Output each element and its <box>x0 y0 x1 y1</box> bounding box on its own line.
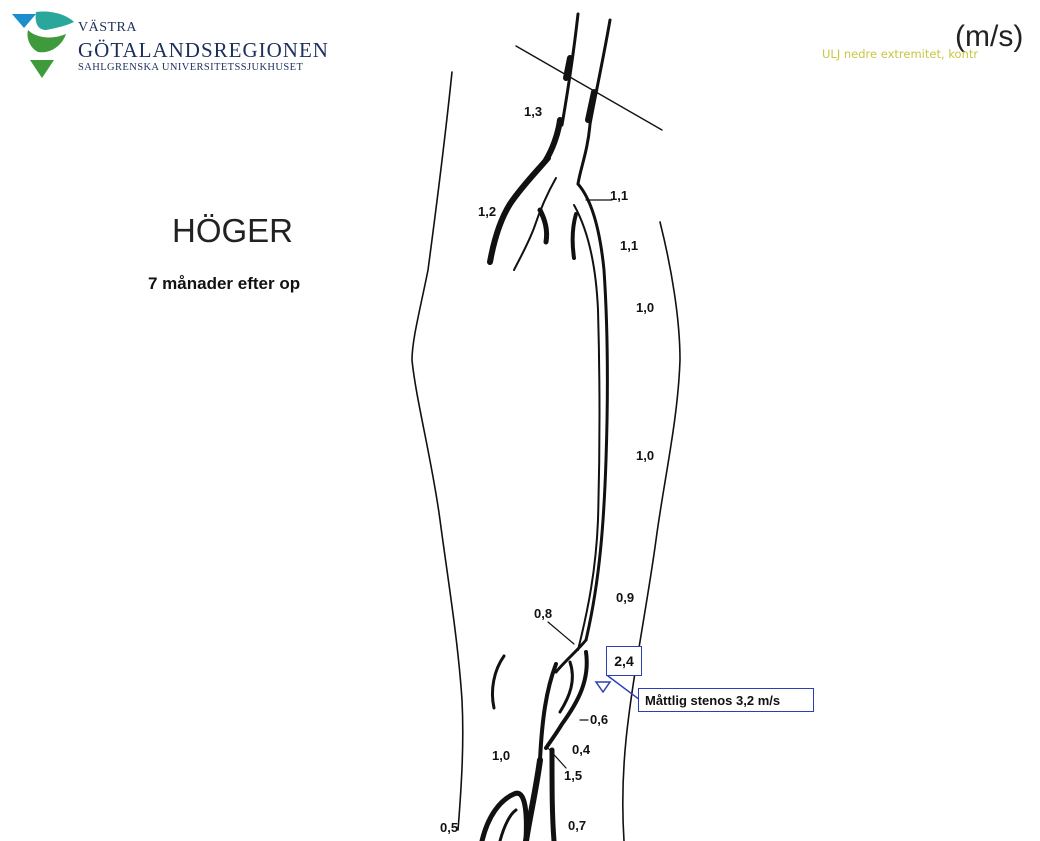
velocity-label: 1,0 <box>492 748 510 763</box>
velocity-label: 1,0 <box>636 448 654 463</box>
velocity-label: 0,8 <box>534 606 552 621</box>
velocity-label: 0,7 <box>568 818 586 833</box>
velocity-label: 1,5 <box>564 768 582 783</box>
velocity-label: 1,2 <box>478 204 496 219</box>
velocity-label: 1,0 <box>636 300 654 315</box>
stenosis-callout: Måttlig stenos 3,2 m/s <box>638 688 814 712</box>
velocity-label: 1,1 <box>620 238 638 253</box>
velocity-label: 1,3 <box>524 104 542 119</box>
stenosis-marker <box>596 682 610 692</box>
velocity-box: 2,4 <box>606 646 642 676</box>
velocity-label: 0,6 <box>590 712 608 727</box>
velocity-label: 0,9 <box>616 590 634 605</box>
velocity-label: 0,4 <box>572 742 590 757</box>
velocity-label: 0,5 <box>440 820 458 835</box>
velocity-label: 1,1 <box>610 188 628 203</box>
leg-outline-left <box>412 72 463 830</box>
